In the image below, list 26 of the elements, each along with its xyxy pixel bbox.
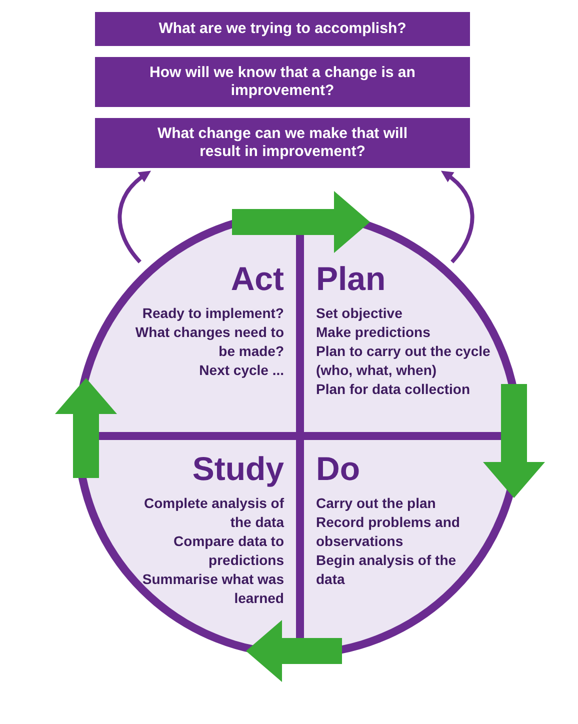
cycle-arrow xyxy=(55,378,117,478)
step-text: Next cycle ... xyxy=(198,361,284,380)
question-box: What are we trying to accomplish? xyxy=(95,12,470,46)
step-text: Record problems and observations xyxy=(316,513,461,551)
phase-title: Plan xyxy=(316,260,387,298)
phase-title: Do xyxy=(316,450,361,488)
step-text: Summarise what was learned xyxy=(141,570,284,608)
question-box: How will we know that a change is an improvement? xyxy=(95,57,470,107)
step-text: Plan to carry out the cycle (who, what, when) xyxy=(316,342,491,380)
phase-title: Act xyxy=(230,260,284,298)
step-text: Make predictions xyxy=(316,323,432,342)
step-text: Plan for data collection xyxy=(316,380,472,399)
step-text: Complete analysis of the data xyxy=(142,494,284,532)
step-text: Set objective xyxy=(316,304,404,323)
cycle-arrow xyxy=(232,191,370,253)
arrow xyxy=(441,170,474,264)
phase-title: Study xyxy=(191,450,284,488)
cycle-arrow xyxy=(483,384,545,498)
question-box: What change can we make that will result in improvement? xyxy=(95,118,470,168)
arrow xyxy=(118,170,151,264)
cycle-arrow xyxy=(246,620,342,682)
step-text: Carry out the plan xyxy=(316,494,437,513)
step-text: Compare data to predictions xyxy=(172,532,284,570)
step-text: What changes need to be made? xyxy=(134,323,284,361)
step-text: Begin analysis of the data xyxy=(316,551,458,589)
step-text: Ready to implement? xyxy=(141,304,284,323)
